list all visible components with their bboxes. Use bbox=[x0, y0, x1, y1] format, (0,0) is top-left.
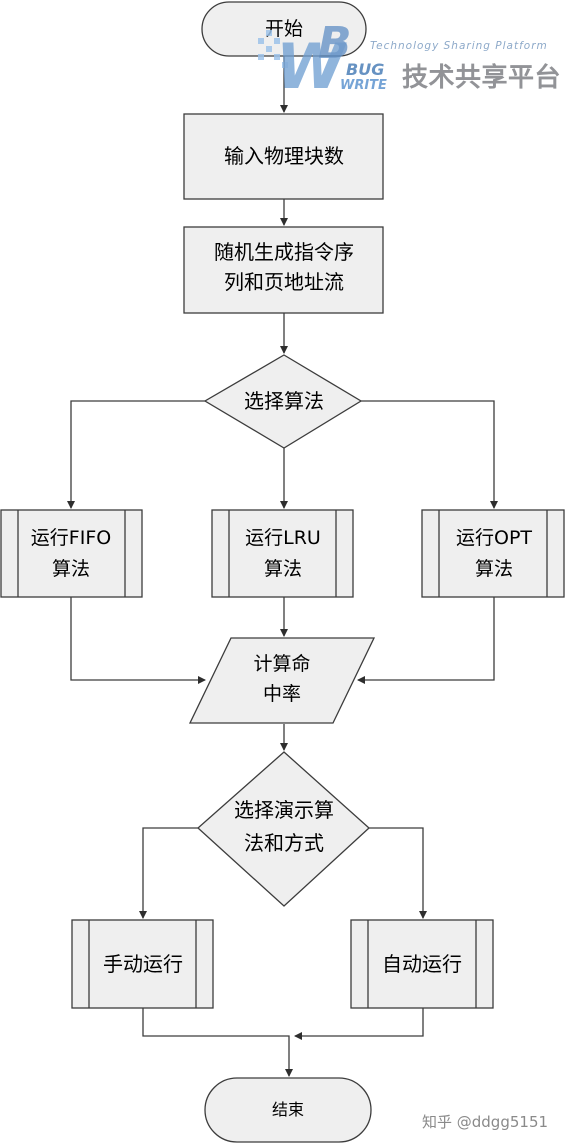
arrow-opt-to-calc bbox=[357, 597, 495, 684]
auto-run-box bbox=[350, 919, 494, 1009]
arrow-mode-to-auto bbox=[369, 827, 427, 919]
calc-label-line2: 中率 bbox=[263, 683, 301, 705]
input-blocks-box bbox=[183, 113, 384, 200]
predefined-process-bars bbox=[17, 510, 548, 1008]
choose-algorithm-diamond bbox=[203, 354, 363, 449]
start-terminator bbox=[201, 1, 367, 57]
end-terminator bbox=[204, 1077, 372, 1143]
fifo-box bbox=[0, 509, 143, 598]
choose-mode-diamond bbox=[197, 751, 370, 907]
arrow-choose-to-opt bbox=[361, 400, 498, 509]
generate-label-line2: 列和页地址流 bbox=[224, 270, 344, 294]
node-labels: 开始 输入物理块数 随机生成指令序 列和页地址流 选择算法 运行FIFO 算法 … bbox=[31, 18, 533, 1119]
input-blocks-label: 输入物理块数 bbox=[224, 144, 344, 168]
end-label: 结束 bbox=[272, 1100, 304, 1119]
bugwrite-watermark: W B BUG WRITE Technology Sharing Platfor… bbox=[258, 18, 561, 103]
fifo-label-line1: 运行FIFO bbox=[31, 527, 111, 549]
arrow-manual-to-end bbox=[142, 1008, 293, 1077]
watermark-logo-write: WRITE bbox=[340, 78, 387, 93]
opt-box bbox=[421, 509, 565, 598]
generate-label-line1: 随机生成指令序 bbox=[214, 240, 354, 264]
opt-label-line1: 运行OPT bbox=[456, 527, 532, 549]
watermark-name-cn: 技术共享平台 bbox=[402, 62, 561, 93]
start-label: 开始 bbox=[265, 18, 303, 40]
connectors bbox=[67, 56, 498, 1077]
choose-algorithm-label: 选择算法 bbox=[244, 389, 324, 413]
calc-label-line1: 计算命 bbox=[253, 653, 310, 675]
arrow-fifo-to-calc bbox=[70, 597, 206, 684]
watermark-logo-bug: BUG bbox=[346, 60, 384, 79]
arrow-mode-to-manual bbox=[139, 827, 198, 919]
lru-label-line1: 运行LRU bbox=[245, 527, 321, 549]
credit-watermark: 知乎 @ddgg5151 bbox=[422, 1113, 548, 1131]
mode-label-line2: 法和方式 bbox=[244, 831, 324, 855]
mode-label-line1: 选择演示算 bbox=[234, 798, 334, 822]
lru-box bbox=[211, 509, 354, 598]
watermark-pixel-dots bbox=[258, 30, 288, 68]
arrow-choose-to-fifo bbox=[67, 400, 205, 509]
generate-box bbox=[183, 226, 384, 314]
watermark-tagline: Technology Sharing Platform bbox=[370, 40, 548, 52]
watermark-logo-b: B bbox=[318, 18, 352, 69]
auto-run-label: 自动运行 bbox=[382, 952, 462, 976]
arrow-auto-to-end bbox=[294, 1008, 424, 1040]
fifo-label-line2: 算法 bbox=[52, 558, 90, 580]
opt-label-line2: 算法 bbox=[475, 558, 513, 580]
calc-hit-rate-parallelogram bbox=[188, 637, 376, 724]
watermark-logo-w: W bbox=[276, 30, 347, 103]
manual-run-label: 手动运行 bbox=[103, 952, 183, 976]
lru-label-line2: 算法 bbox=[264, 558, 302, 580]
manual-run-box bbox=[71, 919, 214, 1009]
